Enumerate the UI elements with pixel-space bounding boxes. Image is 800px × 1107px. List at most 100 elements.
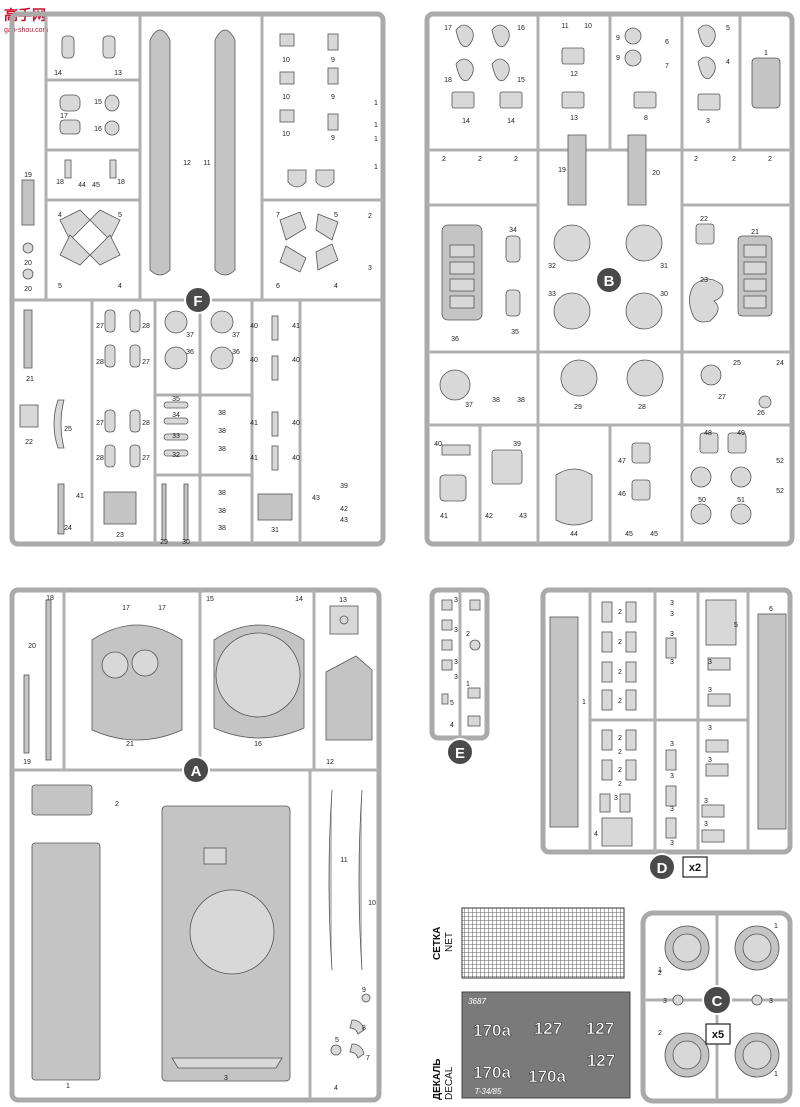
sprue-b: 17 16 18 15 11 10 9 9 6 7 5 4 1 12 14 14… bbox=[424, 11, 795, 547]
svg-text:28: 28 bbox=[142, 323, 150, 330]
svg-text:44: 44 bbox=[570, 531, 578, 538]
svg-text:28: 28 bbox=[142, 420, 150, 427]
svg-text:9: 9 bbox=[331, 57, 335, 64]
svg-text:41: 41 bbox=[292, 323, 300, 330]
svg-text:45: 45 bbox=[92, 182, 100, 189]
svg-text:3: 3 bbox=[670, 806, 674, 813]
svg-text:34: 34 bbox=[172, 412, 180, 419]
svg-text:3: 3 bbox=[670, 631, 674, 638]
svg-text:3: 3 bbox=[614, 795, 618, 802]
svg-text:41: 41 bbox=[250, 455, 258, 462]
svg-text:40: 40 bbox=[250, 357, 258, 364]
svg-text:1: 1 bbox=[374, 122, 378, 129]
svg-text:5: 5 bbox=[118, 212, 122, 219]
svg-text:29: 29 bbox=[574, 404, 582, 411]
svg-text:17: 17 bbox=[444, 25, 452, 32]
svg-text:1: 1 bbox=[374, 164, 378, 171]
svg-text:4: 4 bbox=[594, 831, 598, 838]
net-mesh bbox=[461, 907, 625, 979]
svg-text:4: 4 bbox=[726, 59, 730, 66]
svg-text:2: 2 bbox=[618, 639, 622, 646]
sprue-e-badge: E bbox=[446, 738, 474, 766]
svg-text:32: 32 bbox=[172, 452, 180, 459]
svg-text:14: 14 bbox=[295, 596, 303, 603]
svg-text:22: 22 bbox=[700, 216, 708, 223]
svg-text:45: 45 bbox=[625, 531, 633, 538]
svg-text:40: 40 bbox=[292, 420, 300, 427]
svg-text:36: 36 bbox=[232, 349, 240, 356]
svg-text:38: 38 bbox=[218, 525, 226, 532]
svg-text:39: 39 bbox=[513, 441, 521, 448]
svg-text:E: E bbox=[455, 745, 465, 762]
svg-text:3: 3 bbox=[670, 741, 674, 748]
svg-text:3: 3 bbox=[704, 798, 708, 805]
svg-text:29: 29 bbox=[160, 539, 168, 546]
svg-text:3: 3 bbox=[708, 757, 712, 764]
svg-text:44: 44 bbox=[78, 182, 86, 189]
svg-text:СЕТКА: СЕТКА bbox=[432, 927, 443, 960]
svg-text:52: 52 bbox=[776, 458, 784, 465]
svg-text:1: 1 bbox=[774, 1071, 778, 1078]
svg-text:10: 10 bbox=[368, 900, 376, 907]
svg-text:7: 7 bbox=[665, 63, 669, 70]
svg-text:T-34/85: T-34/85 bbox=[475, 1087, 502, 1096]
svg-text:3: 3 bbox=[706, 118, 710, 125]
svg-text:6: 6 bbox=[769, 606, 773, 613]
svg-text:2: 2 bbox=[618, 781, 622, 788]
svg-text:3: 3 bbox=[368, 265, 372, 272]
svg-text:2: 2 bbox=[618, 669, 622, 676]
svg-text:10: 10 bbox=[282, 94, 290, 101]
svg-text:52: 52 bbox=[776, 488, 784, 495]
svg-text:3: 3 bbox=[670, 773, 674, 780]
svg-text:DECAL: DECAL bbox=[444, 1066, 455, 1100]
svg-text:51: 51 bbox=[737, 497, 745, 504]
svg-text:x2: x2 bbox=[689, 862, 701, 874]
svg-text:2: 2 bbox=[618, 698, 622, 705]
svg-text:37: 37 bbox=[232, 332, 240, 339]
svg-text:17: 17 bbox=[158, 605, 166, 612]
svg-text:41: 41 bbox=[76, 493, 84, 500]
net-title: СЕТКА NET bbox=[432, 927, 455, 960]
svg-text:B: B bbox=[604, 273, 615, 290]
svg-text:9: 9 bbox=[616, 35, 620, 42]
svg-text:27: 27 bbox=[718, 394, 726, 401]
svg-text:gao-shou.com: gao-shou.com bbox=[4, 27, 49, 34]
sprue-d-badge: D bbox=[648, 853, 676, 881]
svg-text:11: 11 bbox=[340, 857, 347, 864]
svg-text:10: 10 bbox=[282, 131, 290, 138]
svg-text:33: 33 bbox=[172, 433, 180, 440]
net-section: СЕТКА NET bbox=[432, 907, 625, 979]
svg-text:12: 12 bbox=[326, 759, 334, 766]
svg-text:19: 19 bbox=[23, 759, 31, 766]
svg-text:14: 14 bbox=[507, 118, 515, 125]
part-number-labels-d: 2 2 2 2 2 2 2 2 3 3 3 3 3 3 3 3 3 3 1 5 … bbox=[582, 600, 773, 847]
svg-text:28: 28 bbox=[638, 404, 646, 411]
sprue-f-badge: F bbox=[184, 286, 212, 314]
svg-text:43: 43 bbox=[340, 517, 348, 524]
svg-text:13: 13 bbox=[570, 115, 578, 122]
svg-text:9: 9 bbox=[362, 987, 366, 994]
svg-text:C: C bbox=[712, 993, 723, 1010]
svg-text:5: 5 bbox=[334, 212, 338, 219]
svg-text:18: 18 bbox=[56, 179, 64, 186]
svg-text:2: 2 bbox=[658, 970, 662, 977]
svg-text:28: 28 bbox=[96, 359, 104, 366]
sprue-d: 2 2 2 2 2 2 2 2 3 3 3 3 3 3 3 3 3 3 1 5 … bbox=[540, 587, 793, 881]
svg-text:24: 24 bbox=[776, 360, 784, 367]
part-number-labels-b: 17 16 18 15 11 10 9 9 6 7 5 4 1 12 14 14… bbox=[434, 23, 784, 538]
svg-text:4: 4 bbox=[334, 1085, 338, 1092]
svg-text:42: 42 bbox=[485, 513, 493, 520]
svg-text:33: 33 bbox=[548, 291, 556, 298]
svg-text:F: F bbox=[193, 293, 202, 310]
svg-text:3687: 3687 bbox=[468, 997, 486, 1006]
svg-text:26: 26 bbox=[757, 410, 765, 417]
svg-text:2: 2 bbox=[115, 801, 119, 808]
svg-text:13: 13 bbox=[114, 70, 122, 77]
svg-text:1: 1 bbox=[66, 1083, 70, 1090]
svg-text:3: 3 bbox=[708, 659, 712, 666]
svg-text:21: 21 bbox=[751, 229, 759, 236]
svg-text:4: 4 bbox=[450, 722, 454, 729]
svg-text:38: 38 bbox=[218, 446, 226, 453]
svg-text:38: 38 bbox=[492, 397, 500, 404]
